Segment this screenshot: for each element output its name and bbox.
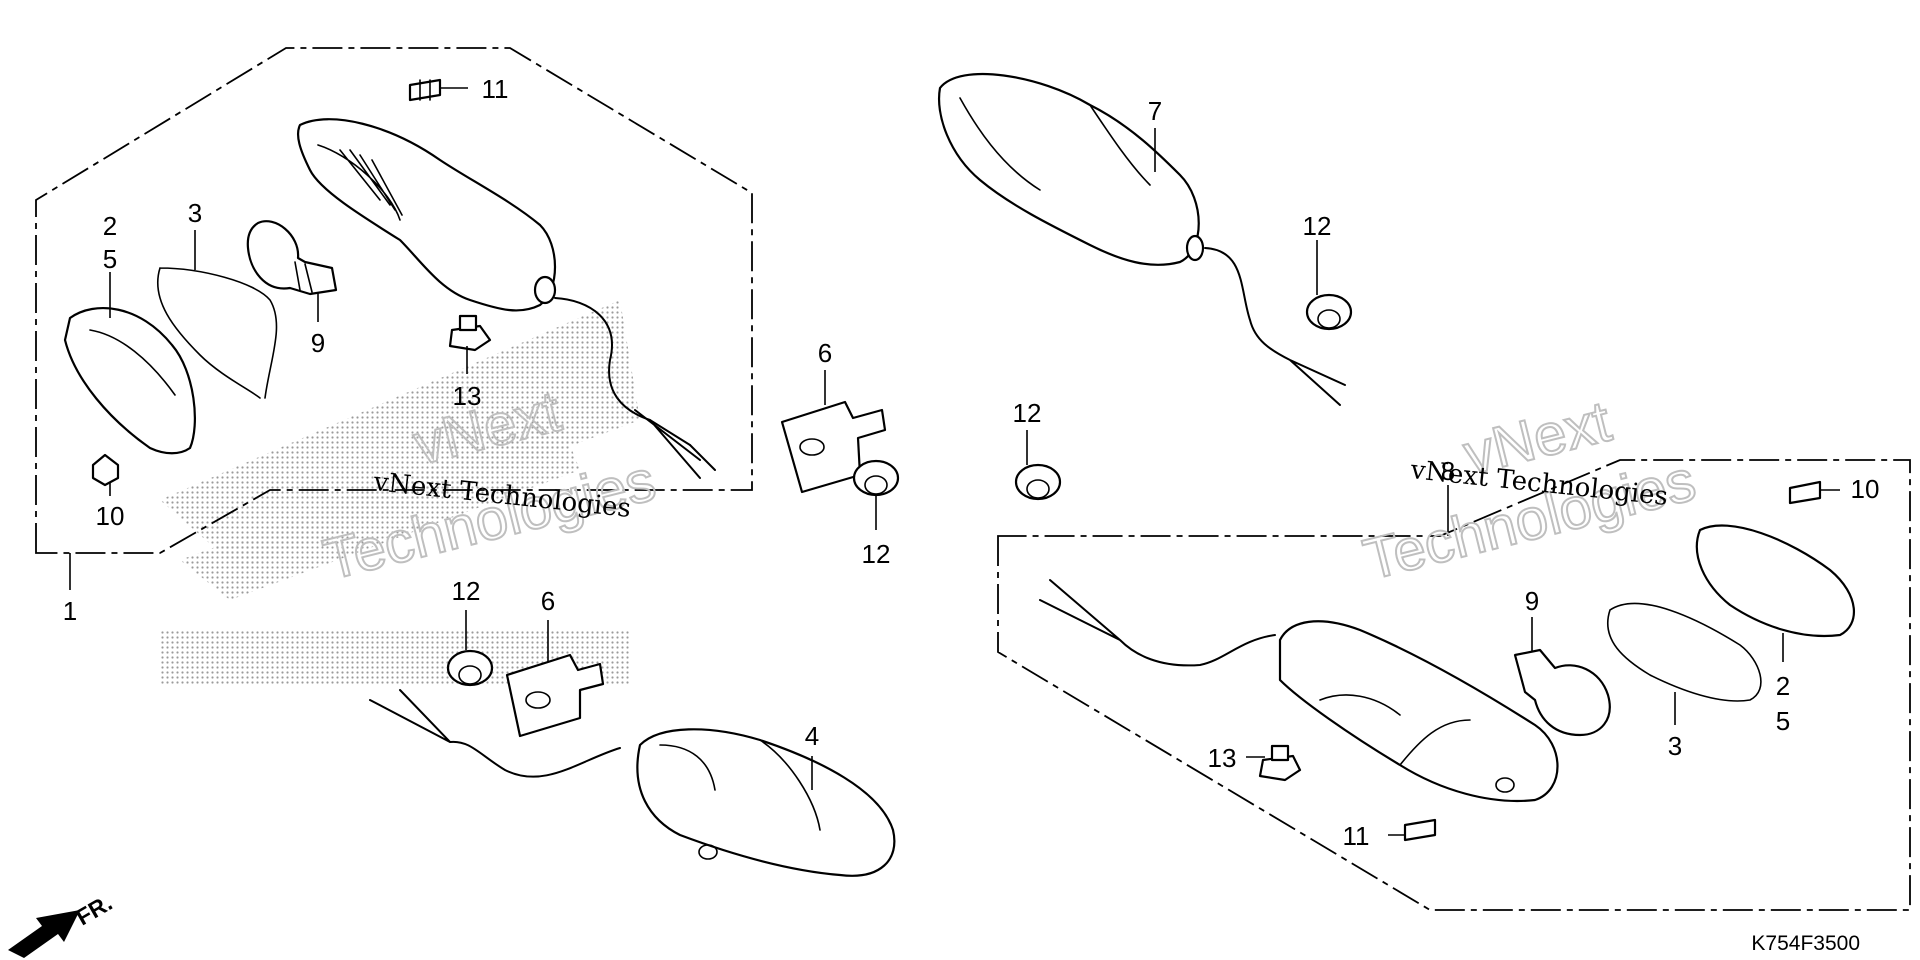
callout-11-right: 11 (1343, 821, 1370, 851)
wire-harness-right-rear (1039, 579, 1276, 667)
watermark-right: vNext Technologies vNext Technologies (1356, 388, 1702, 594)
nut-12-b (446, 649, 494, 687)
turn-signal-4 (636, 728, 896, 877)
callout-6-lower: 6 (541, 586, 555, 616)
callout-13-right: 13 (1208, 743, 1237, 773)
turn-signal-7 (938, 72, 1205, 266)
leader-lines (69, 87, 1840, 836)
background-logo (160, 300, 640, 685)
callout-13-left: 13 (453, 381, 482, 411)
callout-2-right: 2 (1776, 671, 1790, 701)
callout-1: 1 (63, 596, 77, 626)
wire-harness-4 (369, 689, 621, 778)
nut-13-right (1258, 744, 1302, 782)
bulb-left (246, 220, 338, 296)
wire-harness-7 (1204, 247, 1346, 406)
turn-signal-housing-left-front (296, 118, 557, 312)
screw-10-left (91, 453, 120, 487)
callout-6-upper: 6 (818, 338, 832, 368)
callout-12-c: 12 (1013, 398, 1042, 428)
callout-3-left: 3 (188, 198, 202, 228)
front-direction-indicator: FR. (8, 889, 117, 958)
callout-12-d: 12 (1303, 211, 1332, 241)
lens-cover-right (1695, 524, 1855, 637)
callout-8: 8 (1441, 456, 1455, 486)
gasket-left (157, 267, 278, 399)
screw-11-left (408, 78, 442, 102)
callout-5-left: 5 (103, 244, 117, 274)
bracket-6-lower (505, 653, 605, 738)
nut-12-c (1014, 463, 1062, 501)
nut-12-a (852, 459, 900, 497)
callout-9-right: 9 (1525, 586, 1539, 616)
nut-13-left (448, 314, 492, 352)
wire-harness-left-front (554, 297, 691, 446)
callout-9-left: 9 (311, 328, 325, 358)
callout-10-left: 10 (96, 501, 125, 531)
front-label: FR. (72, 889, 117, 930)
screw-10-right (1788, 480, 1822, 505)
callout-4: 4 (805, 721, 819, 751)
callout-12-b: 12 (452, 576, 481, 606)
screw-11-right (1403, 818, 1437, 842)
callout-7: 7 (1148, 96, 1162, 126)
turn-signal-housing-right-rear (1278, 620, 1559, 803)
diagram-code: K754F3500 (1751, 932, 1860, 955)
gasket-right (1607, 602, 1762, 702)
arrow-down-left-icon (8, 910, 80, 958)
right-assembly-frame (997, 459, 1911, 911)
callout-3-right: 3 (1668, 731, 1682, 761)
left-assembly-frame (35, 47, 753, 554)
nut-12-d (1305, 293, 1353, 331)
bulb-right (1513, 648, 1611, 737)
callout-5-right: 5 (1776, 706, 1790, 736)
callout-10-right: 10 (1851, 474, 1880, 504)
lens-cover-left (63, 307, 196, 455)
callout-12-a: 12 (862, 539, 891, 569)
callout-11-left: 11 (482, 74, 509, 104)
callout-2-left: 2 (103, 211, 117, 241)
